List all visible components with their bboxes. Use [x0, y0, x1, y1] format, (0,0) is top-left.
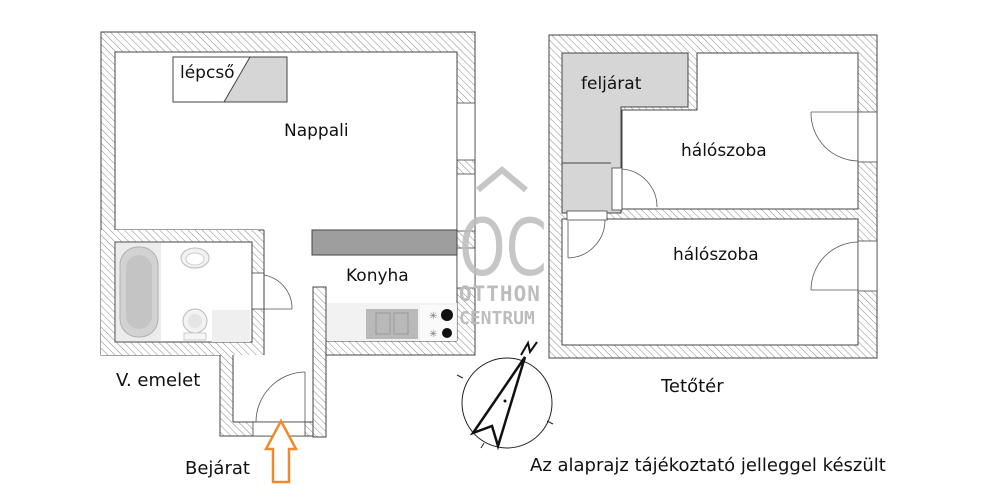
entrance-arrow-icon: [263, 418, 299, 484]
svg-text:✳: ✳: [429, 329, 437, 340]
room-label-feljarat: feljárat: [581, 74, 642, 94]
compass-icon: [456, 340, 554, 451]
window: [456, 247, 476, 289]
sink-icon: [366, 309, 418, 339]
room-haloszoba-2: [561, 218, 859, 346]
room-label-haloszoba-2: hálószoba: [673, 245, 759, 265]
svg-text:OC: OC: [459, 204, 547, 294]
room-label-haloszoba-1: hálószoba: [681, 141, 767, 161]
floor-v-emelet: ✳ ✳: [100, 31, 476, 438]
washing-machine-icon: [212, 310, 250, 342]
kitchen-counter-bar: [311, 229, 458, 256]
watermark-line1: OTTHON: [459, 282, 541, 306]
watermark-line2: CENTRUM: [459, 308, 535, 329]
stove-burner-icon: [441, 309, 453, 321]
room-label-konyha: Konyha: [346, 266, 409, 286]
floor-label-tetoter: Tetőtér: [661, 376, 724, 397]
room-feljarat: [561, 52, 689, 214]
window: [456, 173, 476, 232]
stove-burner-icon: [442, 328, 452, 338]
svg-text:✳: ✳: [429, 311, 437, 322]
otthon-centrum-watermark: OC: [459, 166, 547, 294]
floor-label-v-emelet: V. emelet: [116, 370, 201, 391]
floor-tetoter: [548, 34, 878, 359]
entrance-label: Bejárat: [185, 458, 250, 479]
window: [456, 102, 476, 161]
room-label-nappali: Nappali: [284, 121, 349, 141]
disclaimer-text: Az alaprajz tájékoztató jelleggel készül…: [530, 455, 886, 476]
room-label-lepcso: lépcső: [180, 63, 235, 83]
